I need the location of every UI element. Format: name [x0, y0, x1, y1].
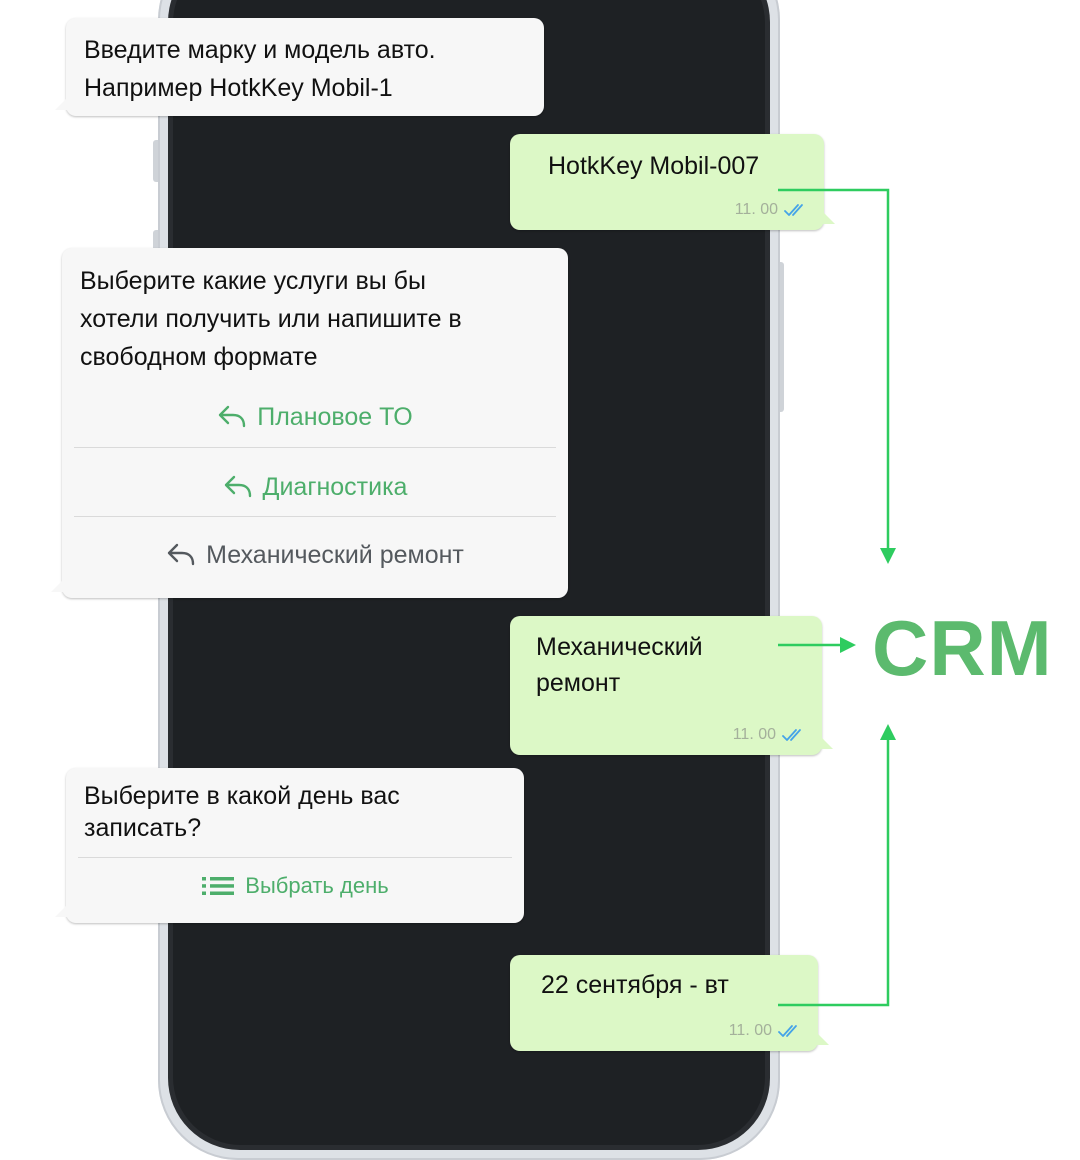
- arrow-from-car-model: [778, 188, 890, 552]
- double-check-icon: [784, 204, 803, 216]
- message-text: Введите марку и модель авто. Например Ho…: [84, 36, 436, 102]
- bubble-tail: [821, 737, 833, 749]
- bubble-tail: [55, 98, 67, 110]
- message-text: Выберите какие услуги вы бы хотели получ…: [80, 267, 462, 371]
- message-time: 11. 00: [728, 1022, 772, 1039]
- incoming-message-car-model: Введите марку и модель авто. Например Ho…: [55, 18, 544, 116]
- bubble-tail: [823, 212, 835, 224]
- bubble-tail: [55, 905, 67, 917]
- phone-silent-switch: [153, 140, 161, 182]
- message-text: Выберите в какой день вас записать?: [84, 782, 400, 842]
- message-time: 11. 00: [734, 201, 778, 218]
- message-meta: 11. 00: [729, 1021, 804, 1041]
- message-text: 22 сентября - вт: [541, 971, 729, 999]
- divider: [74, 516, 556, 517]
- arrowhead-right: [840, 637, 856, 653]
- quick-reply-label: Диагностика: [262, 473, 408, 501]
- quick-reply-label: Механический ремонт: [206, 541, 464, 569]
- divider: [78, 857, 512, 858]
- arrowhead-up: [880, 724, 896, 740]
- message-time: 11. 00: [732, 726, 776, 743]
- bubble-tail: [51, 580, 63, 592]
- outgoing-message-service: Механический ремонт 11. 00: [510, 616, 833, 755]
- double-check-icon: [782, 729, 801, 741]
- quick-reply-mechanical-repair[interactable]: Механический ремонт: [74, 522, 556, 588]
- divider: [74, 447, 556, 448]
- list-icon: [202, 877, 235, 895]
- reply-arrow-icon: [224, 475, 251, 498]
- choose-day-button[interactable]: Выбрать день: [78, 858, 512, 914]
- message-meta: 11. 00: [735, 200, 810, 220]
- crm-label: CRM: [872, 604, 1053, 692]
- outgoing-message-car-model: HotkKey Mobil-007 11. 00: [510, 134, 835, 230]
- incoming-message-services: Выберите какие услуги вы бы хотели получ…: [51, 248, 568, 598]
- quick-reply-label: Плановое ТО: [257, 403, 413, 431]
- message-text: HotkKey Mobil-007: [548, 152, 760, 180]
- arrowhead-down: [880, 548, 896, 564]
- outgoing-message-date: 22 сентября - вт 11. 00: [510, 955, 829, 1051]
- message-text: Механический ремонт: [536, 633, 703, 697]
- quick-reply-scheduled-maintenance[interactable]: Плановое ТО: [74, 384, 556, 450]
- reply-arrow-icon: [219, 405, 246, 428]
- incoming-message-choose-day: Выберите в какой день вас записать? Выбр…: [55, 768, 524, 923]
- quick-reply-diagnostics[interactable]: Диагностика: [74, 454, 556, 520]
- bubble-tail: [817, 1033, 829, 1045]
- choose-day-label: Выбрать день: [245, 873, 389, 898]
- reply-arrow-icon: [167, 543, 195, 566]
- double-check-icon: [778, 1025, 797, 1037]
- message-meta: 11. 00: [733, 725, 808, 745]
